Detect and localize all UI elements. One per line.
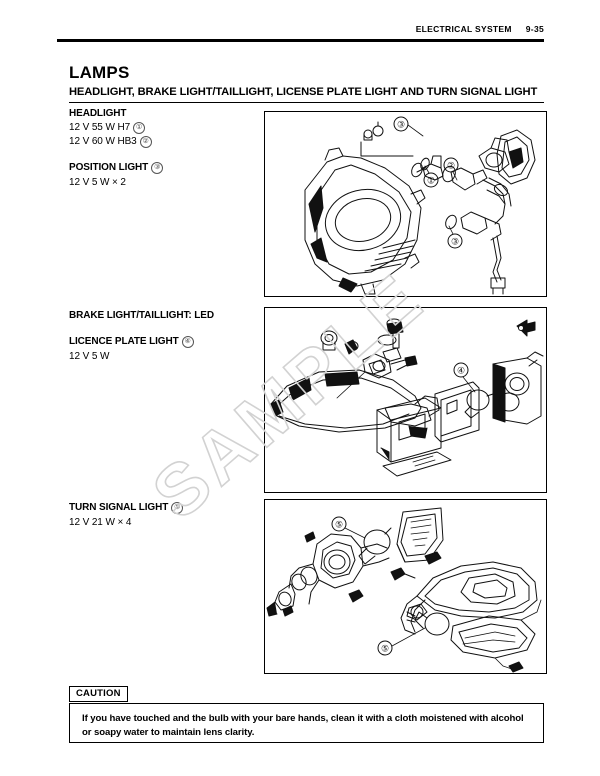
spec-heading-headlight: HEADLIGHT (69, 108, 259, 119)
spec-heading-brake-taillight: BRAKE LIGHT/TAILLIGHT: LED (69, 310, 214, 321)
caution-label: CAUTION (69, 686, 128, 702)
spec-value-headlight-h7-text: 12 V 55 W H7 (69, 122, 131, 133)
illustration-panel-headlight: ③ ① ② ③ (264, 111, 547, 297)
spec-value-turn-signal-light: 12 V 21 W × 4 (69, 517, 132, 528)
licence-callout-labels: ④ (457, 366, 465, 376)
header-divider-rule (57, 39, 544, 42)
turn-signal-light-diagram: ⑤ ⑤ (266, 507, 542, 673)
spec-spacer (69, 324, 259, 336)
illustration-panel-licence-plate: ④ (264, 307, 547, 493)
headlight-callout-1: ① (427, 176, 435, 186)
running-header: ELECTRICAL SYSTEM 9-35 (57, 24, 544, 44)
licence-plate-light-diagram: ④ (270, 318, 544, 477)
spec-heading-headlight-text: HEADLIGHT (69, 108, 127, 119)
spec-value-licence-plate-light: 12 V 5 W (69, 351, 110, 362)
headlight-callout-2: ② (447, 161, 455, 171)
header-section-label: ELECTRICAL SYSTEM 9-35 (416, 24, 544, 34)
callout-3-icon: ③ (151, 162, 164, 174)
callout-5-icon: ⑤ (171, 502, 184, 514)
header-page-number: 9-35 (525, 24, 544, 34)
turn-callout-labels: ⑤ ⑤ (335, 520, 389, 654)
callout-1-icon: ① (133, 122, 146, 134)
headlight-callout-labels: ③ ① ② ③ (397, 120, 459, 247)
spec-value-headlight-hb3-text: 12 V 60 W HB3 (69, 136, 137, 147)
header-section-name: ELECTRICAL SYSTEM (415, 24, 512, 34)
headlight-callout-3b: ③ (451, 237, 459, 247)
caution-text: If you have touched and the bulb with yo… (82, 713, 524, 738)
page-subtitle: HEADLIGHT, BRAKE LIGHT/TAILLIGHT, LICENS… (69, 86, 538, 98)
turn-callout-5a: ⑤ (335, 520, 343, 530)
spec-heading-position-light-text: POSITION LIGHT (69, 162, 149, 173)
illustration-panel-turn-signal: ⑤ ⑤ (264, 499, 547, 674)
callout-2-icon: ② (139, 136, 152, 148)
spec-heading-licence-plate-light-text: LICENCE PLATE LIGHT (69, 336, 179, 347)
spec-group-brake-licence: BRAKE LIGHT/TAILLIGHT: LED LICENCE PLATE… (69, 310, 259, 364)
caution-box: If you have touched and the bulb with yo… (69, 703, 544, 743)
page-title: LAMPS (69, 63, 130, 82)
licence-callout-4: ④ (457, 366, 465, 376)
spec-value-position-light: 12 V 5 W × 2 (69, 177, 126, 188)
spec-heading-turn-signal-light-text: TURN SIGNAL LIGHT (69, 502, 169, 513)
headlight-assembly-diagram: ③ ① ② ③ (304, 116, 536, 295)
subtitle-divider-rule (69, 102, 544, 103)
spec-spacer (69, 150, 259, 162)
headlight-callout-3a: ③ (397, 120, 405, 130)
turn-callout-5b: ⑤ (381, 644, 389, 654)
callout-4-icon: ④ (181, 336, 194, 348)
